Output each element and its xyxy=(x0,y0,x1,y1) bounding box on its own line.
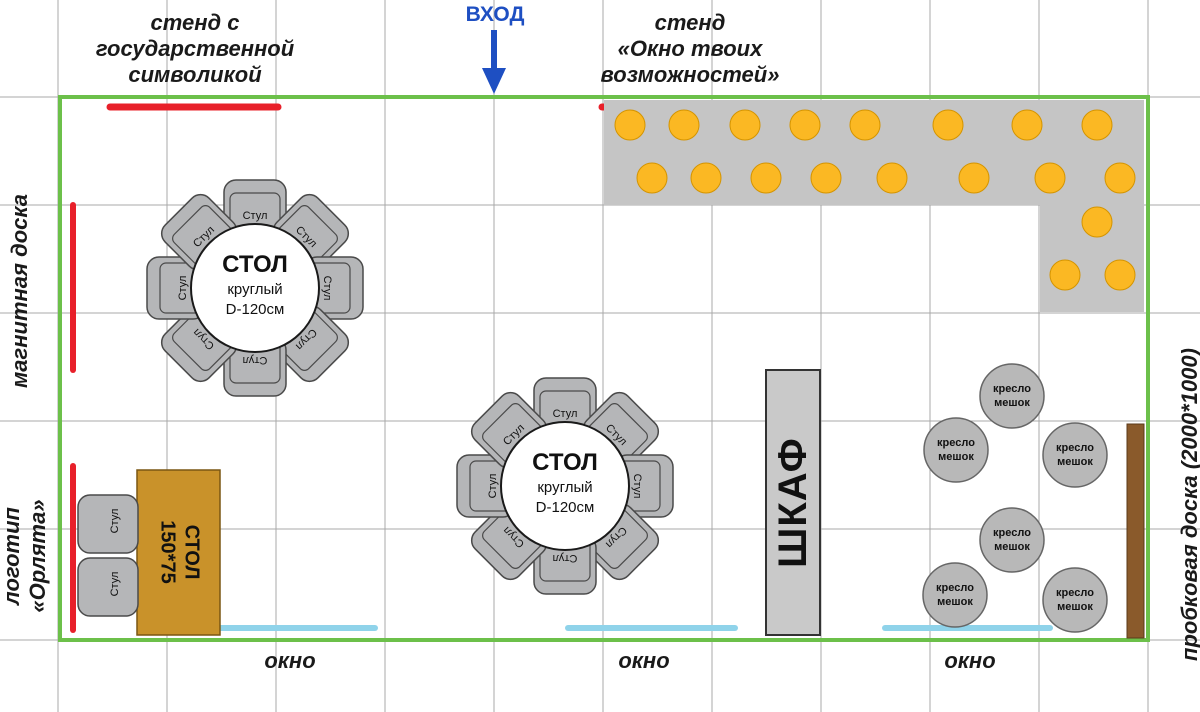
window-label-2: окно xyxy=(618,648,670,673)
entrance-label: ВХОД xyxy=(465,3,525,26)
round-table-top xyxy=(500,421,630,551)
window-label-1: окно xyxy=(264,648,316,673)
seat-dot-6 xyxy=(1011,109,1043,141)
seat-dot-18 xyxy=(1104,259,1136,291)
seat-dot-11 xyxy=(810,162,842,194)
cork-board xyxy=(1126,423,1145,639)
chair-label: Стул xyxy=(552,408,578,420)
seat-dot-3 xyxy=(789,109,821,141)
bean-bag-1 xyxy=(923,417,989,483)
rect-table: СТОЛ 150*75 xyxy=(157,520,203,584)
furniture xyxy=(77,100,1144,636)
chair-label: Стул xyxy=(631,473,643,499)
seat-dot-2 xyxy=(729,109,761,141)
seat-dot-9 xyxy=(690,162,722,194)
wardrobe-body xyxy=(765,369,821,636)
round-table-2 xyxy=(456,377,674,595)
seat-dot-12 xyxy=(876,162,908,194)
round-table-1-text: СТОЛ круглый D-120см xyxy=(222,251,288,318)
seat-dot-10 xyxy=(750,162,782,194)
rect-chair-1 xyxy=(77,494,139,554)
round-table-top xyxy=(190,223,320,353)
seat-dot-14 xyxy=(1034,162,1066,194)
chair-label: Стул xyxy=(242,354,268,366)
rect-desk-top xyxy=(136,469,221,636)
entrance-arrow-head xyxy=(482,68,506,94)
seat-dot-0 xyxy=(614,109,646,141)
window-label-3: окно xyxy=(944,648,996,673)
chair-label: Стул xyxy=(177,275,189,301)
round-table-2-text: СТОЛ круглый D-120см xyxy=(532,449,598,516)
rect-chair-label-2: Стул xyxy=(109,571,121,597)
stand-opportunities-label: стенд «Окно твоих возможностей» xyxy=(600,10,780,87)
chair-label: Стул xyxy=(321,275,333,301)
seat-dot-16 xyxy=(1081,206,1113,238)
seat-dot-1 xyxy=(668,109,700,141)
stand-state-symbols-label: стенд с государственной символикой xyxy=(95,10,295,87)
room-outline xyxy=(58,95,1150,642)
rect-chair-label-1: Стул xyxy=(109,508,121,534)
bean-bag-0 xyxy=(979,363,1045,429)
seat-dot-8 xyxy=(636,162,668,194)
wardrobe-label: ШКАФ xyxy=(770,437,815,568)
bean-bag-5 xyxy=(1042,567,1108,633)
bean-bag-4 xyxy=(922,562,988,628)
bean-bag-2 xyxy=(1042,422,1108,488)
seat-dot-17 xyxy=(1049,259,1081,291)
chair-label: Стул xyxy=(552,552,578,564)
gray-zone xyxy=(604,100,1144,312)
seat-dot-7 xyxy=(1081,109,1113,141)
bean-bag-3 xyxy=(979,507,1045,573)
seat-dot-15 xyxy=(1104,162,1136,194)
round-table-1 xyxy=(146,179,364,397)
chair-label: Стул xyxy=(242,210,268,222)
magnetic-board-label: магнитная доска xyxy=(7,193,32,389)
seat-dot-4 xyxy=(849,109,881,141)
chair-label: Стул xyxy=(487,473,499,499)
wardrobe: ШКАФ xyxy=(766,370,820,635)
seat-dot-5 xyxy=(932,109,964,141)
logo-label: логотип «Орлята» xyxy=(0,499,50,613)
rect-chair-2 xyxy=(77,557,139,617)
seat-dot-13 xyxy=(958,162,990,194)
cork-board-label: пробковая доска (2000*1000) xyxy=(1177,348,1200,661)
